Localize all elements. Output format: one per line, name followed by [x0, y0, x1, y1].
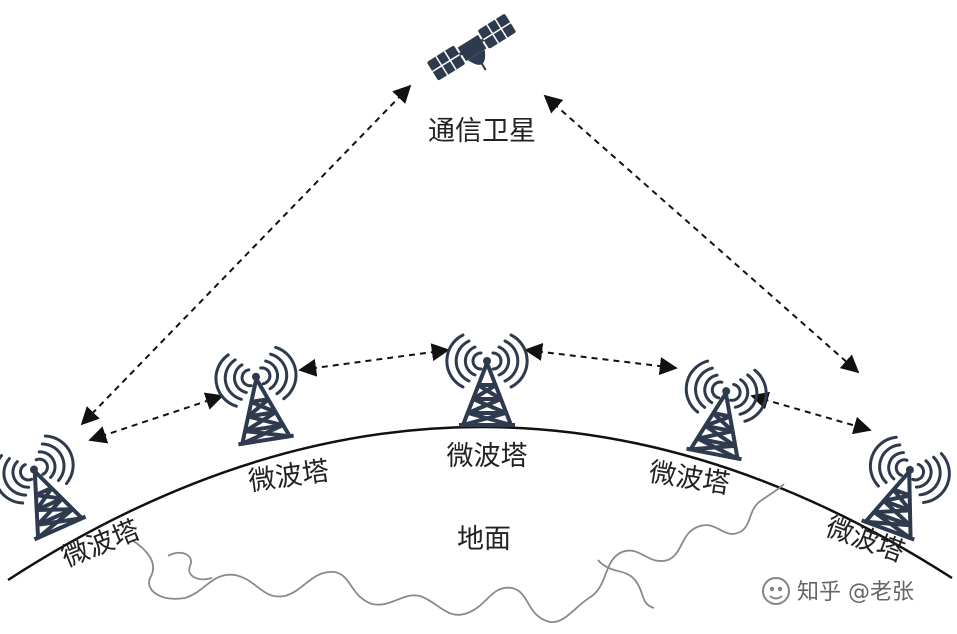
link-satellite-tower5: [543, 94, 860, 374]
link-tower3-tower4: [524, 342, 678, 376]
satellite-label: 通信卫星: [428, 116, 536, 147]
tower-3-icon: [444, 333, 530, 429]
tower-4-label: 微波塔: [647, 457, 732, 500]
tower-1-icon: [0, 427, 100, 549]
watermark: 知乎 @老张: [762, 577, 914, 605]
watermark-text: 知乎 @老张: [797, 580, 914, 605]
earth-surface-arc: [7, 425, 953, 582]
communication-links: [80, 84, 872, 444]
satellite-icon: [427, 14, 516, 81]
link-tower4-tower5: [750, 391, 872, 435]
tower-3-label: 微波塔: [447, 441, 528, 472]
coastline-outline: [131, 483, 785, 623]
zhihu-logo-icon: [762, 577, 790, 605]
tower-4-icon: [672, 355, 773, 466]
link-tower2-tower3: [298, 343, 450, 377]
link-satellite-tower1: [80, 84, 412, 426]
ground-label: 地面: [457, 524, 511, 555]
tower-2-icon: [210, 342, 308, 451]
link-tower1-tower2: [88, 392, 224, 444]
